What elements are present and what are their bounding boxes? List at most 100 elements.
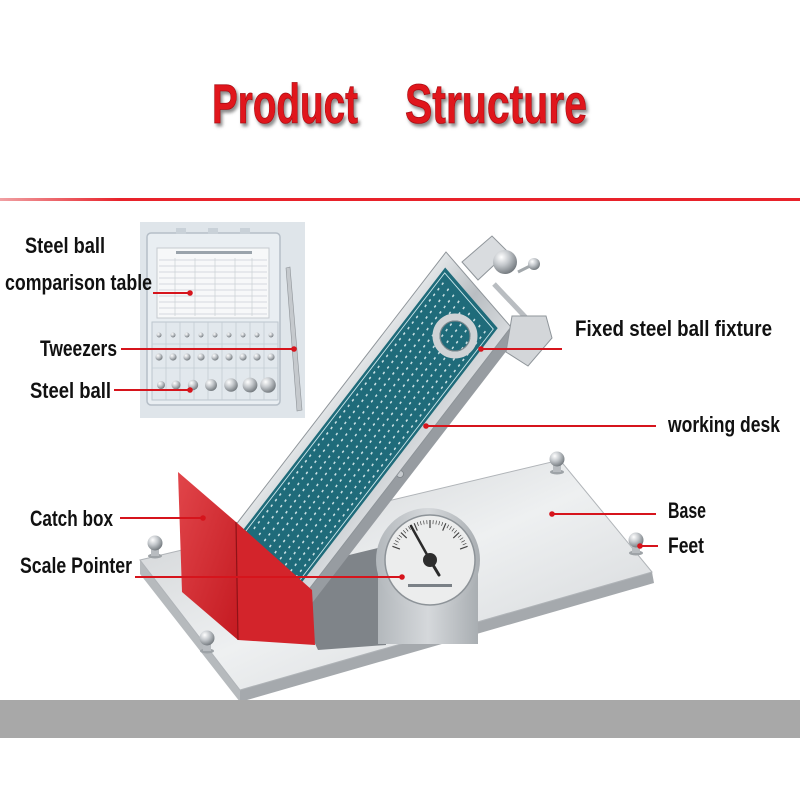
leader-dot-feet <box>637 543 643 549</box>
steel-ball-large <box>157 381 165 389</box>
steel-ball-small <box>170 332 176 338</box>
steel-ball-medium <box>211 353 219 361</box>
dial-tick <box>402 530 407 534</box>
label-working-desk: working desk <box>667 412 780 437</box>
steel-ball-medium <box>197 353 205 361</box>
catch-box-front-panel <box>236 522 315 645</box>
comparison-table-header <box>176 251 252 254</box>
desk-scale-mark <box>263 293 456 542</box>
dial-scale-ticks <box>392 520 468 550</box>
leader-dot-steel-ball <box>187 387 193 393</box>
dial-tick <box>462 542 467 546</box>
dial-hub <box>423 553 437 567</box>
desk-scale-mark <box>274 305 466 554</box>
tweezers-shape <box>285 266 303 412</box>
catch-box-back-panel <box>178 472 238 640</box>
title-word-structure: Structure <box>405 72 587 135</box>
dial-tick <box>438 521 441 526</box>
steel-ball-medium <box>183 353 191 361</box>
dial-tick <box>394 540 399 543</box>
fixture-ring <box>432 313 478 359</box>
dial-tick <box>461 540 466 543</box>
leader-dot-scale-pointer <box>399 574 405 580</box>
steel-ball-medium <box>253 353 261 361</box>
fixture-steel-ball <box>493 250 517 274</box>
fixture-ring-inner-edge <box>439 320 471 352</box>
steel-balls-in-box <box>155 332 276 393</box>
desk-scale-mark <box>284 317 477 566</box>
label-steel-ball-comparison-table-line2: comparison table <box>5 270 152 295</box>
steel-ball-small <box>212 332 218 338</box>
desk-scale-mark <box>269 299 461 548</box>
title-word-product: Product <box>212 72 358 135</box>
dial-tick <box>396 537 401 541</box>
desk-scale-mark <box>279 311 472 560</box>
dial-tick <box>442 523 447 531</box>
part-labels: Steel ball comparison table Tweezers Ste… <box>5 233 781 578</box>
catch-box <box>178 472 315 645</box>
steel-ball-medium <box>239 353 247 361</box>
steel-ball-large <box>224 378 238 392</box>
leader-dot-catch-box <box>200 515 206 521</box>
working-desk-side-face <box>293 327 518 620</box>
foot-knob <box>549 451 565 467</box>
dial-tick <box>408 526 411 530</box>
label-scale-pointer: Scale Pointer <box>20 553 132 578</box>
label-feet: Feet <box>668 533 705 558</box>
desk-scale-mark <box>258 286 451 536</box>
dial-tick <box>452 532 460 539</box>
desk-scale-markings <box>253 280 487 578</box>
desk-scale-mark <box>295 329 487 578</box>
dial-tick <box>416 521 419 527</box>
desk-support-block <box>300 546 386 650</box>
box-hinge <box>240 228 250 234</box>
dial-tick <box>393 542 398 546</box>
label-catch-box: Catch box <box>30 506 114 531</box>
fixture-knob <box>528 258 540 270</box>
dial-tick <box>451 527 455 532</box>
steel-ball-small <box>240 332 246 338</box>
steel-ball-medium <box>169 353 177 361</box>
dial-tick <box>435 520 437 525</box>
leader-lines <box>114 290 658 580</box>
dial-tick <box>459 545 468 550</box>
dial-tick <box>441 521 444 527</box>
foot-back-right <box>549 451 565 475</box>
dial-tick <box>413 523 418 531</box>
steel-ball-medium <box>267 353 275 361</box>
steel-ball-small <box>254 332 260 338</box>
foot-back-left <box>147 535 163 559</box>
box-hinge <box>176 228 186 234</box>
label-fixed-steel-ball-fixture: Fixed steel ball fixture <box>575 316 772 341</box>
desk-scale-mark <box>253 280 445 530</box>
dial-tick <box>457 534 462 538</box>
steel-ball-box-inset <box>140 222 305 418</box>
leader-dot-comparison-table <box>187 290 193 296</box>
steel-ball-small <box>226 332 232 338</box>
label-steel-ball: Steel ball <box>30 378 111 403</box>
dial-tick <box>400 532 408 539</box>
steel-ball-medium <box>225 353 233 361</box>
foot-knob <box>147 535 163 551</box>
catch-box-edge <box>235 521 239 641</box>
leader-dot-working-desk <box>423 423 429 429</box>
foot-knob <box>199 630 215 646</box>
box-hinge <box>208 228 218 234</box>
leader-dot-fixture <box>478 346 484 352</box>
leader-dot-tweezers <box>291 346 297 352</box>
steel-ball-small <box>268 332 274 338</box>
dial-tick <box>423 520 425 525</box>
fixture-clamp-block <box>505 315 553 367</box>
label-tweezers: Tweezers <box>40 336 117 361</box>
foot-front-left <box>199 630 215 654</box>
dial-tick <box>459 537 464 541</box>
base-left-face <box>140 560 240 702</box>
dial-tick <box>405 527 409 532</box>
dial-tick <box>392 545 401 550</box>
label-steel-ball-comparison-table-line1: Steel ball <box>25 233 105 258</box>
bottom-band <box>0 700 800 738</box>
leader-dot-base <box>549 511 555 517</box>
scale-dial <box>376 508 480 644</box>
dial-tick <box>453 530 458 534</box>
